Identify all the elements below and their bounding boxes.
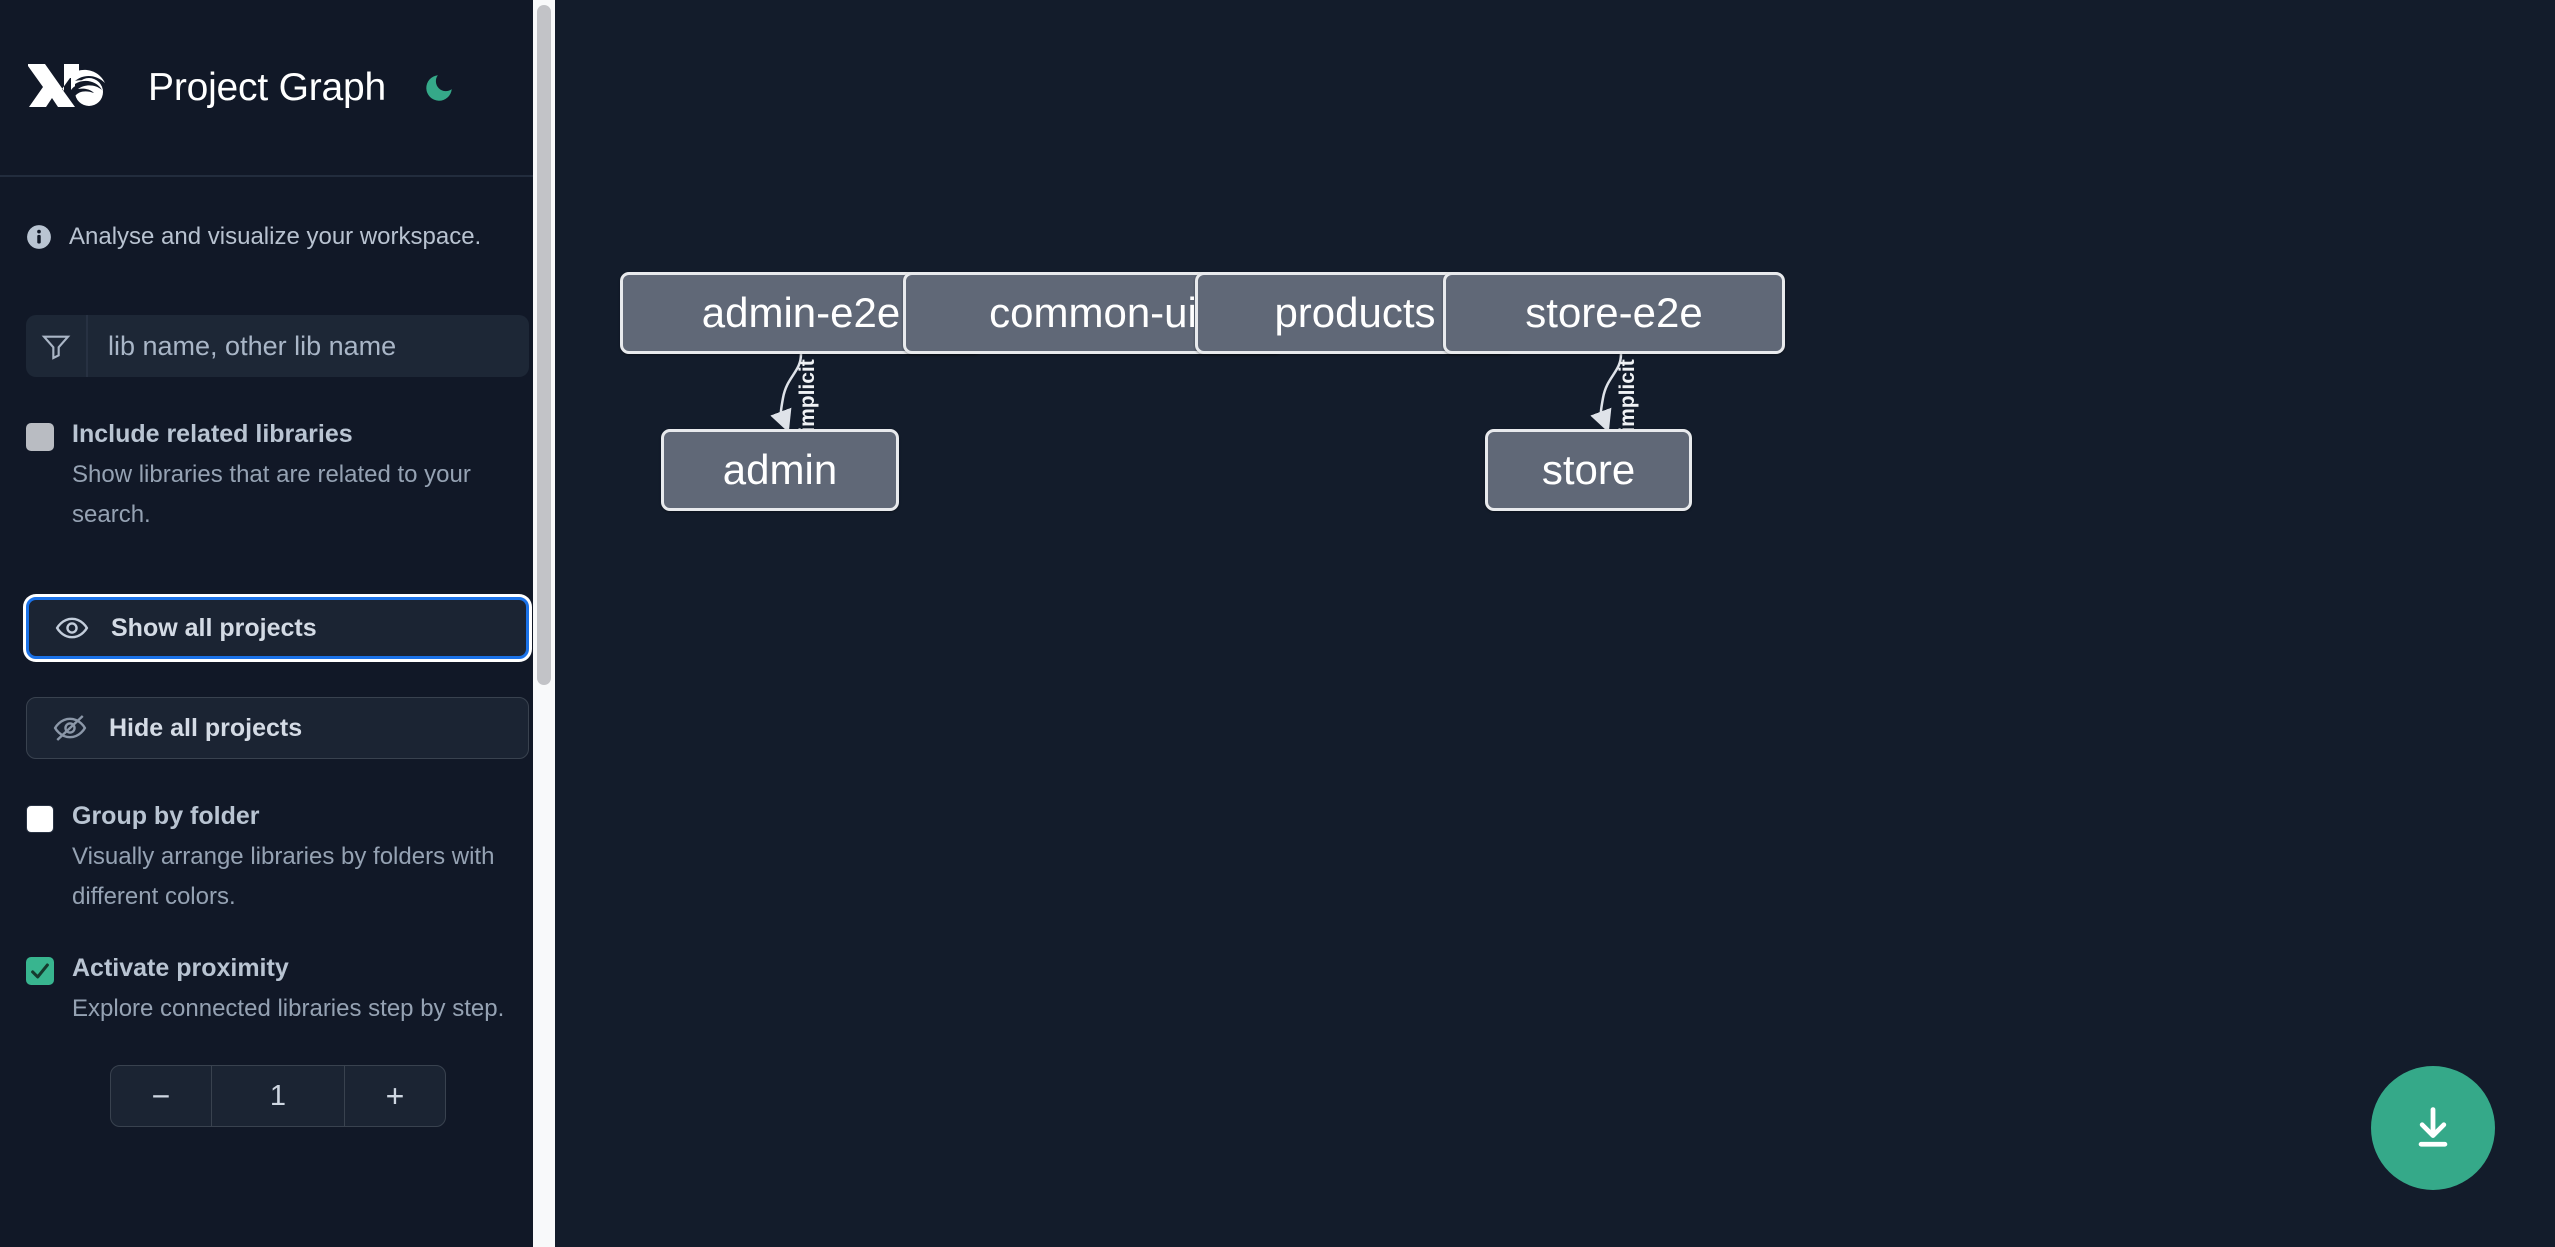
group-by-folder-checkbox[interactable] [26, 805, 54, 833]
eye-icon [55, 617, 89, 639]
hide-all-projects-label: Hide all projects [109, 713, 303, 742]
check-icon [31, 963, 49, 979]
option-body: Activate proximity Explore connected lib… [72, 951, 529, 1029]
info-icon [27, 225, 51, 249]
sidebar-header: Project Graph [0, 0, 555, 177]
filter-glyph [41, 335, 71, 360]
show-all-projects-button[interactable]: Show all projects [26, 597, 529, 659]
option-group-by-folder[interactable]: Group by folder Visually arrange librari… [0, 799, 555, 917]
sidebar: Project Graph Analyse and visualize your… [0, 0, 555, 1247]
option-description: Visually arrange libraries by folders wi… [72, 843, 495, 910]
download-icon [2418, 1107, 2448, 1147]
option-body: Group by folder Visually arrange librari… [72, 799, 529, 917]
option-description: Show libraries that are related to your … [72, 461, 471, 528]
graph-edges [770, 353, 1623, 433]
include-related-libraries-checkbox[interactable] [26, 423, 54, 451]
download-button[interactable] [2371, 1066, 2495, 1190]
proximity-increment-button[interactable]: + [345, 1066, 445, 1126]
show-all-projects-label: Show all projects [111, 613, 317, 642]
option-title: Include related libraries [72, 420, 353, 448]
moon-glyph [426, 74, 452, 101]
workspace-info: Analyse and visualize your workspace. [0, 223, 555, 251]
option-activate-proximity[interactable]: Activate proximity Explore connected lib… [0, 951, 555, 1029]
filter-icon [26, 315, 88, 377]
option-include-related-libraries[interactable]: Include related libraries Show libraries… [0, 417, 555, 535]
graph-node-admin[interactable]: admin [661, 429, 899, 511]
option-title: Group by folder [72, 802, 260, 830]
eye-off-icon [53, 715, 87, 741]
graph-node-store-e2e[interactable]: store-e2e [1443, 272, 1785, 354]
proximity-stepper: − 1 + [110, 1065, 446, 1127]
option-title: Activate proximity [72, 954, 289, 982]
sidebar-scrollbar-thumb[interactable] [537, 5, 551, 685]
hide-all-projects-button[interactable]: Hide all projects [26, 697, 529, 759]
sidebar-scrollbar[interactable] [533, 0, 555, 1247]
page-title: Project Graph [148, 65, 387, 109]
activate-proximity-checkbox[interactable] [26, 957, 54, 985]
workspace-info-text: Analyse and visualize your workspace. [69, 223, 482, 250]
search-input[interactable] [88, 315, 529, 377]
nx-logo [28, 63, 105, 107]
moon-icon[interactable] [416, 65, 462, 111]
proximity-decrement-button[interactable]: − [111, 1066, 211, 1126]
proximity-value: 1 [211, 1066, 345, 1126]
option-description: Explore connected libraries step by step… [72, 995, 505, 1022]
edge-label-store-e2e-to-store: implicit [1615, 359, 1639, 433]
search-box[interactable] [26, 315, 529, 377]
graph-canvas[interactable]: implicit implicit admin-e2e common-ui pr… [555, 0, 2555, 1247]
option-body: Include related libraries Show libraries… [72, 417, 529, 535]
edge-label-admin-e2e-to-admin: implicit [795, 359, 819, 433]
graph-node-store[interactable]: store [1485, 429, 1692, 511]
